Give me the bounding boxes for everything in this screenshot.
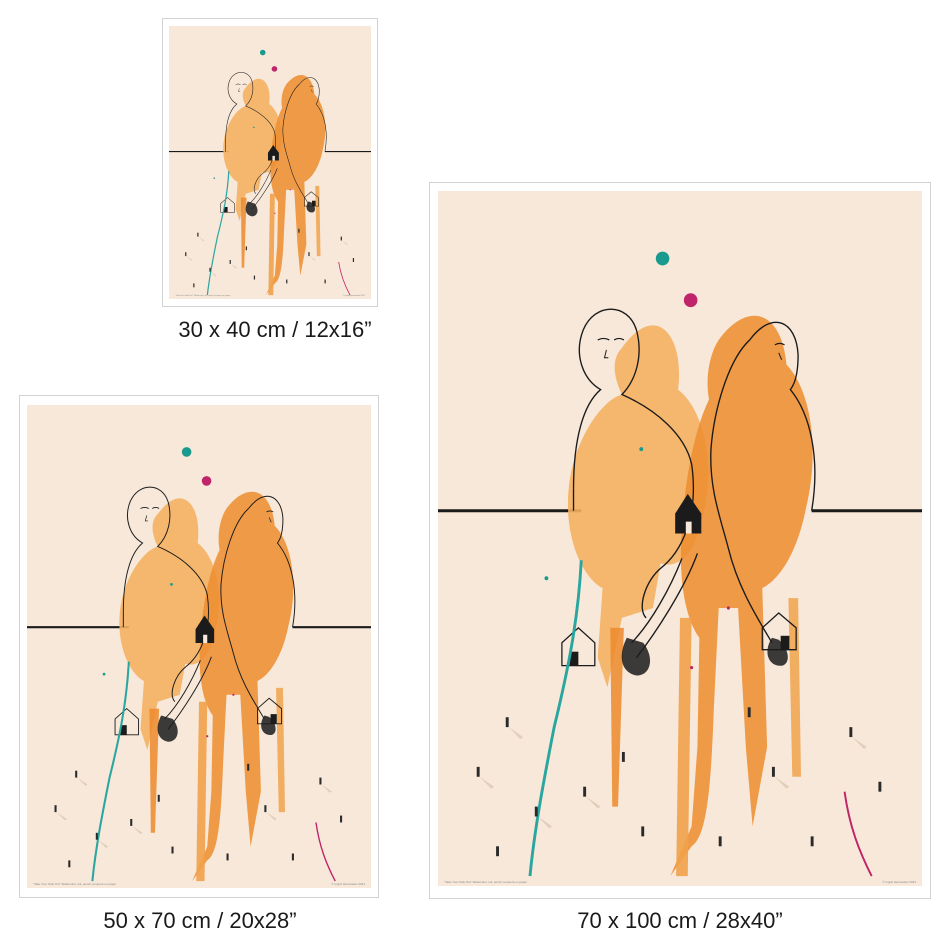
artwork-illustration	[438, 191, 922, 886]
print-30x40-artwork: "Take Your Kids Out" Watercolor, ink, pe…	[169, 26, 371, 299]
artwork-credit-left: "Take Your Kids Out" Watercolor, ink, pe…	[33, 882, 117, 886]
artwork-illustration	[27, 405, 371, 888]
print-70x100-artwork: "Take Your Kids Out" Watercolor, ink, pe…	[438, 191, 922, 886]
print-30x40-frame: "Take Your Kids Out" Watercolor, ink, pe…	[162, 18, 378, 307]
print-70x100-frame: "Take Your Kids Out" Watercolor, ink, pe…	[429, 182, 931, 899]
print-50x70-frame: "Take Your Kids Out" Watercolor, ink, pe…	[19, 395, 379, 898]
print-50x70-artwork: "Take Your Kids Out" Watercolor, ink, pe…	[27, 405, 371, 888]
size-label-30x40: 30 x 40 cm / 12x16”	[178, 317, 372, 342]
artwork-credit-right: © Ingrid Hernandez 2021	[342, 295, 365, 297]
size-label-70x100: 70 x 100 cm / 28x40”	[577, 908, 783, 933]
size-label-50x70: 50 x 70 cm / 20x28”	[103, 908, 297, 933]
artwork-credit-right: © Ingrid Hernandez 2021	[331, 882, 365, 886]
artwork-credit-left: "Take Your Kids Out" Watercolor, ink, pe…	[444, 880, 528, 884]
artwork-illustration	[169, 26, 371, 299]
artwork-credit-left: "Take Your Kids Out" Watercolor, ink, pe…	[175, 295, 231, 297]
artwork-credit-right: © Ingrid Hernandez 2021	[882, 880, 916, 884]
